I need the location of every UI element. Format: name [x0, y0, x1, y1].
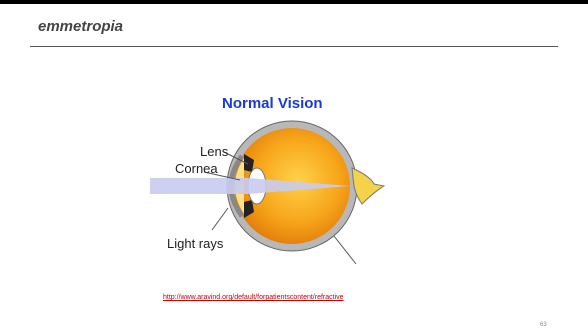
cornea-label: Cornea: [175, 161, 218, 176]
optic-nerve: [352, 168, 384, 204]
eye-diagram: [130, 88, 390, 288]
light-rays-label: Light rays: [167, 236, 223, 251]
source-link[interactable]: http://www.aravind.org/default/forpatien…: [163, 294, 344, 301]
page-number: 63: [540, 322, 547, 328]
title-divider: [30, 46, 558, 47]
slide-title: emmetropia: [38, 18, 123, 35]
lens-label: Lens: [200, 144, 228, 159]
